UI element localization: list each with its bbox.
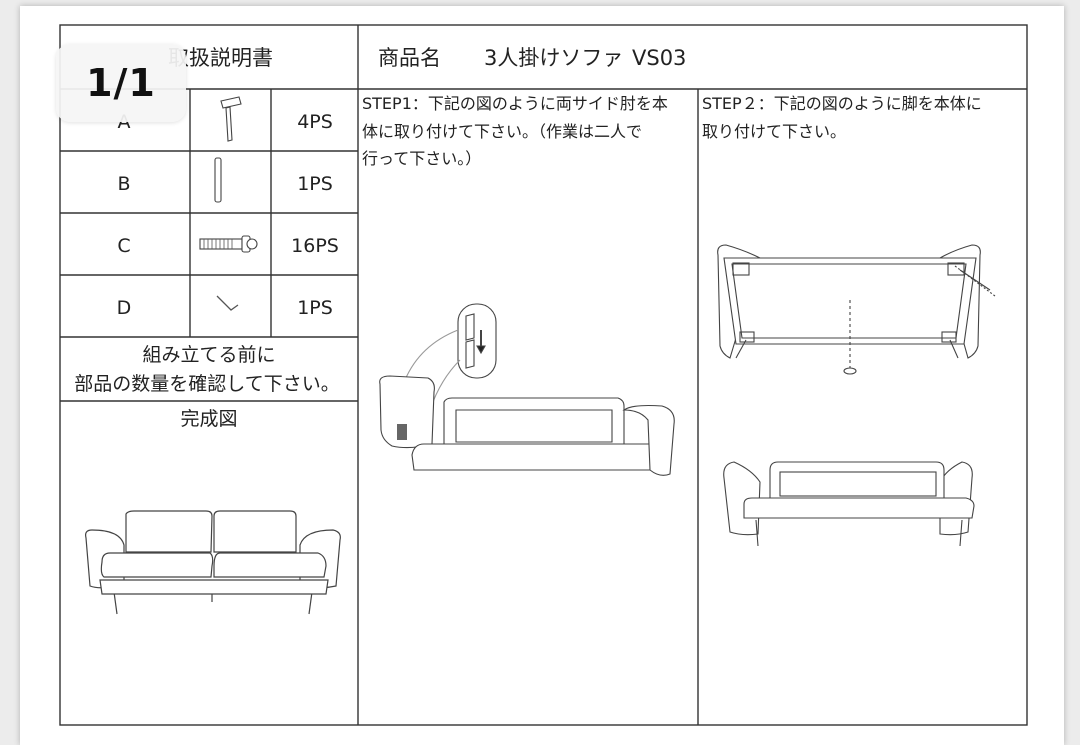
step1-line: 体に取り付けて下さい。（作業は二人で xyxy=(362,122,642,141)
part-qty: 16PS xyxy=(291,235,339,257)
part-qty: 4PS xyxy=(297,111,333,133)
part-letter: D xyxy=(117,297,132,319)
part-qty: 1PS xyxy=(297,173,333,195)
completed-sofa-illustration xyxy=(85,510,341,615)
hex-key-icon xyxy=(216,295,239,311)
step1-line: 行って下さい。） xyxy=(362,149,481,168)
step2-illustration xyxy=(717,244,996,547)
document-page xyxy=(20,6,1064,745)
page-indicator: 1/1 xyxy=(56,44,186,122)
note-line-2: 部品の数量を確認して下さい。 xyxy=(74,373,339,395)
product-code: VS03 xyxy=(632,46,686,70)
note-line-1: 組み立てる前に xyxy=(142,344,275,366)
leg-icon xyxy=(220,96,242,142)
product-label: 商品名 xyxy=(378,46,441,70)
part-qty: 1PS xyxy=(297,297,333,319)
part-letter: B xyxy=(117,173,130,195)
dowel-rod-icon xyxy=(214,157,222,203)
completed-label: 完成図 xyxy=(180,408,237,430)
step2-line: STEP２：下記の図のように脚を本体に xyxy=(702,94,982,113)
bolt-icon xyxy=(199,235,258,253)
step1-illustration xyxy=(379,303,675,476)
product-name: 3人掛けソファ xyxy=(484,46,623,70)
step2-line: 取り付けて下さい。 xyxy=(702,122,846,141)
step1-line: STEP1：下記の図のように両サイド肘を本 xyxy=(362,94,668,113)
part-letter: C xyxy=(117,235,130,257)
